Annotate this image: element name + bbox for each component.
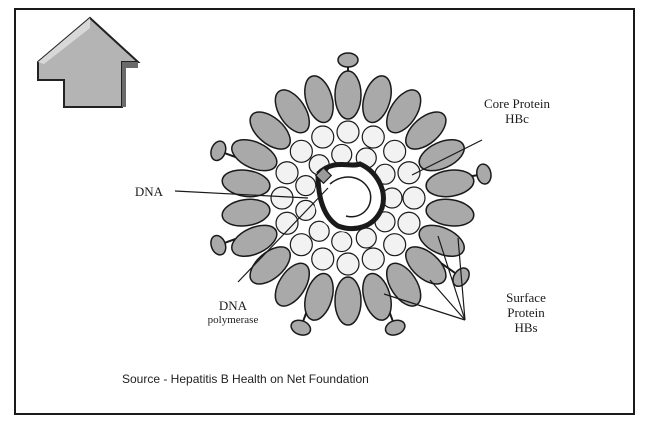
core-protein-circle [271, 187, 293, 209]
core-protein-circle [384, 140, 406, 162]
surface-protein-ellipse [335, 277, 361, 325]
core-protein-label-line1: Core Protein [462, 96, 572, 111]
core-protein-label: Core Protein HBc [462, 96, 572, 126]
core-protein-circle [356, 228, 376, 248]
core-protein-circle [276, 162, 298, 184]
core-protein-circle [312, 126, 334, 148]
surface-protein-label-line2: Protein [488, 305, 564, 320]
core-protein-circle [384, 234, 406, 256]
core-protein-circle [403, 187, 425, 209]
core-protein-circle [332, 144, 352, 164]
core-protein-circle [296, 176, 316, 196]
core-protein-circle [309, 221, 329, 241]
dna-label: DNA [124, 184, 174, 199]
source-caption: Source - Hepatitis B Health on Net Found… [122, 372, 369, 386]
spike-cap [208, 233, 228, 257]
core-protein-circle [337, 121, 359, 143]
core-protein-circle [290, 140, 312, 162]
surface-protein-label-line1: Surface [488, 290, 564, 305]
spike-cap [289, 318, 313, 338]
spike-cap [338, 53, 358, 67]
surface-protein-ellipse [335, 71, 361, 119]
surface-protein-label: Surface Protein HBs [488, 290, 564, 335]
dna-label-text: DNA [124, 184, 174, 199]
spike-cap [208, 139, 228, 163]
core-protein-circle [312, 248, 334, 270]
core-protein-circle [362, 248, 384, 270]
core-protein-label-line2: HBc [462, 111, 572, 126]
surface-protein-ellipse [424, 167, 475, 200]
core-protein-circle [332, 232, 352, 252]
spike-cap [475, 163, 492, 185]
core-protein-circle [362, 126, 384, 148]
spike-cap [383, 318, 407, 338]
dna-polymerase-label-line1: DNA [188, 298, 278, 313]
surface-protein-label-line3: HBs [488, 320, 564, 335]
core-protein-circle [290, 234, 312, 256]
back-arrow-icon[interactable] [38, 18, 138, 107]
dna-polymerase-label: DNA polymerase [188, 298, 278, 328]
surface-protein-ellipse [220, 196, 271, 229]
dna-polymerase-label-line2: polymerase [188, 313, 278, 328]
core-protein-circle [398, 212, 420, 234]
core-protein-circle [337, 253, 359, 275]
surface-protein-ellipse [424, 196, 475, 229]
